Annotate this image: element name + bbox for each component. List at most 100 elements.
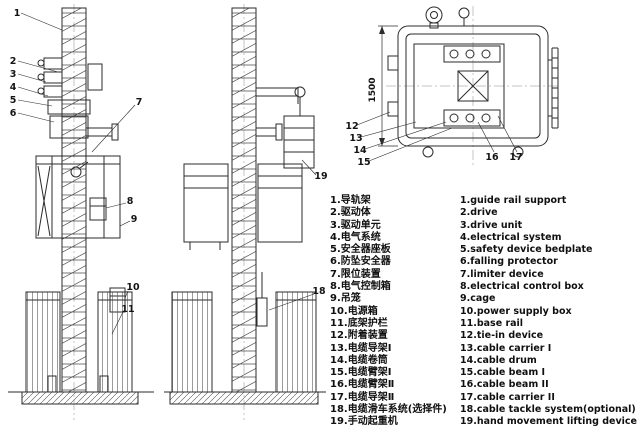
parts-list-item: 14.cable drum <box>460 354 537 366</box>
parts-list-item: 8.electrical control box <box>460 281 584 293</box>
svg-text:12: 12 <box>345 121 358 132</box>
drive-assembly <box>37 57 103 139</box>
parts-list-item: 3.驱动单元 <box>330 219 381 231</box>
plan-drive-units <box>443 45 501 127</box>
parts-list-item: 14.电缆卷筒 <box>330 354 388 366</box>
ground <box>8 391 154 405</box>
tie-in-bracket <box>86 123 119 141</box>
callout-7: 7 <box>91 97 143 153</box>
svg-text:13: 13 <box>349 133 362 144</box>
parts-list-item: 18.cable tackle system(optional) <box>460 404 636 416</box>
callout-19: 19 <box>301 159 328 182</box>
callout-14: 14 <box>353 121 447 156</box>
bottom-rollers <box>422 146 524 158</box>
parts-list-item: 11.base rail <box>460 317 524 329</box>
plan-view-callouts: 12 13 14 15 16 17 <box>345 111 523 168</box>
cable-jib <box>256 86 315 169</box>
parts-list-item: 19.hand movement lifting device <box>460 416 637 428</box>
parts-list-item: 7.限位装置 <box>330 268 381 280</box>
parts-list-item: 13.电缆导架Ⅰ <box>330 342 392 354</box>
parts-list-item: 19.手动起重机 <box>330 416 398 428</box>
side-view <box>164 4 326 420</box>
svg-text:2: 2 <box>10 56 17 67</box>
callout-11: 11 <box>111 304 135 335</box>
plan-tie-in-brackets <box>387 55 399 117</box>
svg-text:17: 17 <box>509 152 522 163</box>
svg-text:15: 15 <box>357 157 370 168</box>
electrical-control-box <box>89 197 107 221</box>
plan-view: 1500 <box>368 6 560 166</box>
callout-10: 10 <box>124 282 140 299</box>
parts-list-item: 6.falling protector <box>460 256 558 268</box>
callout-18: 18 <box>268 286 326 311</box>
parts-list-item: 17.电缆导架Ⅱ <box>330 391 395 403</box>
svg-text:14: 14 <box>353 145 367 156</box>
callout-15: 15 <box>357 127 453 168</box>
cage-side <box>183 163 303 250</box>
detail-marker <box>70 166 82 178</box>
parts-list-item: 10.电源箱 <box>330 305 378 317</box>
parts-list-item: 10.power supply box <box>460 305 572 317</box>
parts-list-item: 12.附着装置 <box>330 330 388 342</box>
callout-5: 5 <box>10 95 53 107</box>
svg-text:10: 10 <box>126 282 140 293</box>
ladder-rail <box>548 47 559 129</box>
parts-list-item: 16.cable beam II <box>460 379 549 391</box>
parts-list-item: 2.drive <box>460 207 498 219</box>
parts-list-item: 16.电缆臂架Ⅱ <box>330 379 395 391</box>
dimension-1500: 1500 <box>368 25 398 147</box>
callout-1: 1 <box>14 8 63 31</box>
plan-cage-outline <box>413 43 505 129</box>
callout-12: 12 <box>345 111 391 132</box>
parts-list-item: 9.吊笼 <box>330 293 361 305</box>
svg-text:7: 7 <box>136 97 143 108</box>
svg-text:3: 3 <box>10 69 17 80</box>
svg-text:6: 6 <box>10 108 17 119</box>
svg-text:4: 4 <box>10 82 17 93</box>
side-view-callouts: 19 18 <box>268 159 328 311</box>
cable-drum-rollers <box>425 6 470 29</box>
plan-inner-frame <box>405 33 541 139</box>
parts-list-item: 6.防坠安全器 <box>330 256 391 268</box>
callout-13: 13 <box>349 121 417 144</box>
svg-text:11: 11 <box>121 304 134 315</box>
front-view-callouts: 1 2 3 4 5 6 7 8 9 10 11 <box>10 8 143 335</box>
cable-tackle <box>256 272 268 327</box>
parts-list-item: 8.电气控制箱 <box>330 281 391 293</box>
dimension-label: 1500 <box>368 77 378 102</box>
ground <box>164 391 326 405</box>
callout-2: 2 <box>10 56 59 73</box>
svg-text:16: 16 <box>485 152 499 163</box>
parts-list-item: 12.tie-in device <box>460 330 544 342</box>
callout-16: 16 <box>477 121 499 163</box>
callout-3: 3 <box>10 69 47 83</box>
callout-8: 8 <box>105 196 134 209</box>
parts-list-item: 1.guide rail support <box>460 195 567 206</box>
callout-4: 4 <box>10 82 49 97</box>
svg-text:19: 19 <box>314 171 327 182</box>
parts-list-item: 17.cable carrier II <box>460 391 555 403</box>
parts-list-item: 3.drive unit <box>460 219 523 231</box>
svg-text:18: 18 <box>312 286 326 297</box>
parts-list-english: 1.guide rail support 2.drive 3.drive uni… <box>460 195 637 429</box>
mast <box>231 7 257 393</box>
parts-list-item: 9.cage <box>460 293 496 305</box>
mast <box>61 7 87 393</box>
callout-6: 6 <box>10 108 55 123</box>
parts-list-item: 5.safety device bedplate <box>460 244 593 256</box>
parts-list-item: 1.导轨架 <box>330 195 371 206</box>
front-view <box>8 4 154 420</box>
svg-text:1: 1 <box>14 8 21 19</box>
parts-list-item: 4.electrical system <box>460 231 562 243</box>
parts-list-item: 4.电气系统 <box>330 231 381 243</box>
svg-text:8: 8 <box>127 196 134 207</box>
tie-in-bracket <box>256 123 283 141</box>
parts-list-item: 15.cable beam I <box>460 367 546 379</box>
parts-list-item: 18.电缆滑车系统(选择件) <box>330 404 447 416</box>
parts-list-chinese: 1.导轨架 2.驱动体 3.驱动单元 4.电气系统 5.安全器座板 6.防坠安全… <box>330 195 447 429</box>
svg-text:9: 9 <box>131 214 138 225</box>
parts-list-item: 15.电缆臂架Ⅰ <box>330 367 392 379</box>
parts-list-item: 11.底架护栏 <box>330 317 388 329</box>
